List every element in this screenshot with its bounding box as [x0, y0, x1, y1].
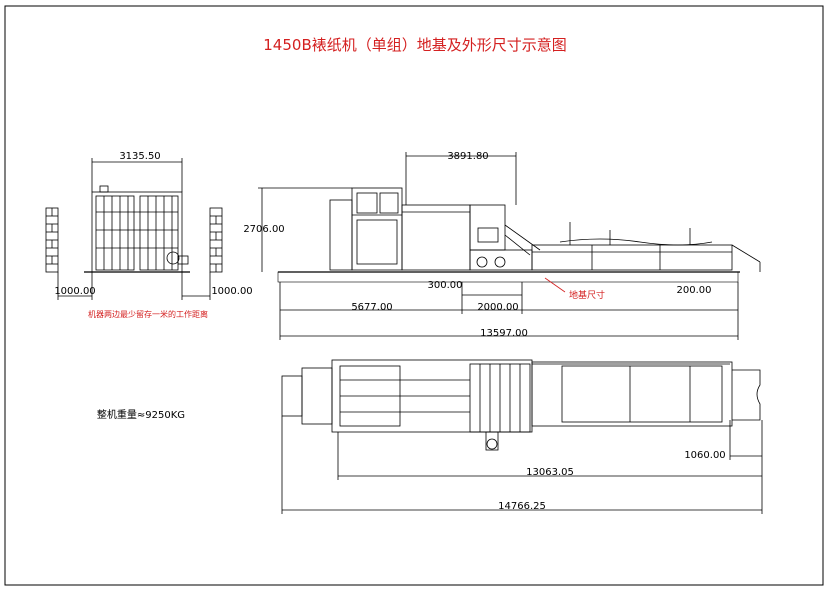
side-view: [258, 152, 761, 340]
front-right-clearance: 1000.00: [211, 286, 252, 297]
offset-left-dim: 5677.00: [351, 302, 392, 313]
side-right-dim: 200.00: [677, 285, 712, 296]
total-length-dim: 13597.00: [480, 328, 528, 339]
side-top-dim: 3891.80: [447, 151, 488, 162]
sheet-border: [4, 5, 824, 586]
weight-note: 整机重量≈9250KG: [97, 408, 185, 421]
top-dim-c: 14766.25: [498, 501, 546, 512]
side-height-dim: 2706.00: [243, 224, 284, 235]
clearance-note: 机器两边最少留存一米的工作距离: [88, 309, 208, 319]
left-wall: [45, 207, 59, 273]
pit-depth-dim: 300.00: [428, 280, 463, 291]
drawing-title: 1450B裱纸机（单组）地基及外形尺寸示意图: [263, 36, 566, 54]
front-machine: [84, 185, 190, 273]
right-wall: [209, 207, 223, 273]
pit-length-dim: 2000.00: [477, 302, 518, 313]
top-dim-a: 1060.00: [684, 450, 725, 461]
front-left-clearance: 1000.00: [54, 286, 95, 297]
top-dim-b: 13063.05: [526, 467, 574, 478]
front-view: [45, 158, 223, 300]
foundation-label: 地基尺寸: [569, 289, 605, 301]
top-view: [281, 359, 763, 514]
front-width-dim: 3135.50: [119, 151, 160, 162]
